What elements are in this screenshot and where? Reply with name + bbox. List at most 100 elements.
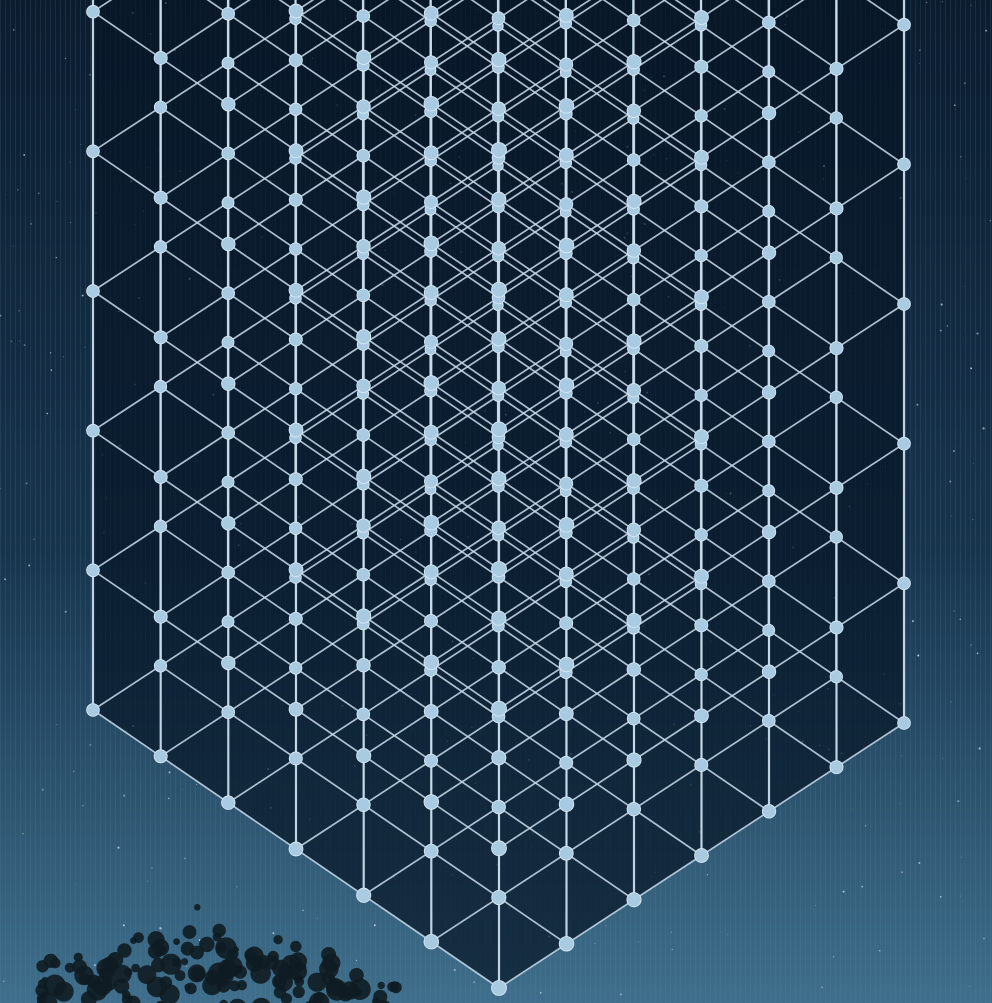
lattice-node [289,702,303,716]
lattice-node [492,242,506,256]
lattice-node [154,101,166,113]
lattice-node [627,383,641,397]
lattice-node [289,333,302,346]
lattice-node [627,523,641,537]
tree-foliage [133,932,144,943]
tree-foliage [289,952,307,970]
lattice-node [627,244,641,258]
lattice-node [560,337,573,350]
lattice-node [222,237,236,251]
lattice-node [154,380,166,392]
lattice-node [627,474,641,488]
lattice-node [627,55,641,69]
lattice-node [357,379,371,393]
lattice-node [492,332,506,346]
lattice-node [627,893,641,907]
lattice-node [762,805,776,819]
lattice-node [762,714,775,727]
lattice-node [695,529,707,541]
lattice-node [492,562,507,577]
lattice-node [492,102,506,116]
lattice-node [222,7,235,20]
lattice-node [357,658,371,672]
lattice-node [289,283,303,297]
lattice-node [898,18,911,31]
tree-foliage [272,960,289,977]
lattice-node [357,888,371,902]
lattice-node [222,517,236,531]
lattice-node [424,515,439,530]
lattice-node [762,295,775,308]
lattice-node [559,98,574,113]
tree-foliage [237,980,247,990]
lattice-node [222,287,235,300]
tree-foliage [190,946,204,960]
lattice-node [560,58,573,71]
lattice-node [154,241,166,253]
lattice-node [87,5,100,18]
lattice-node [559,427,573,441]
lattice-node [560,617,573,630]
lattice-node [289,842,303,856]
lattice-node [492,192,506,206]
lattice-node [898,577,911,590]
lattice-node [830,62,843,75]
lattice-node [627,293,640,306]
tree-foliage [194,904,201,911]
lattice-node [87,564,100,577]
lattice-node [559,378,574,393]
lattice-node [357,50,371,64]
tree-foliage [185,983,197,995]
lattice-node [830,531,842,543]
lattice-node [695,249,707,261]
lattice-node [87,424,100,437]
lattice-node [492,611,506,625]
lattice-node [424,286,438,300]
lattice-node [424,335,437,348]
lattice-node [695,619,708,632]
tree-foliage [233,965,247,979]
lattice-node [560,477,573,490]
lattice-node [898,717,911,730]
tree-foliage [378,982,385,989]
lattice-node [222,57,234,69]
tree-foliage [183,925,197,939]
lattice-node [762,665,776,679]
lattice-node [492,381,506,395]
lattice-node [560,756,573,769]
lattice-node [357,190,371,204]
lattice-node [357,330,371,344]
lattice-node [87,285,100,298]
lattice-node [559,567,573,581]
lattice-node [627,802,641,816]
lattice-node [492,282,507,297]
lattice-node [627,573,640,586]
lattice-node [830,251,842,263]
lattice-node [695,668,707,680]
lattice-node [289,144,303,158]
lattice-node [763,205,775,217]
tree-foliage [117,943,131,957]
lattice-node [289,473,302,486]
lattice-node [424,795,439,810]
lattice-node [695,569,709,583]
lattice-node [695,430,709,444]
lattice-node [492,471,506,485]
lattice-node [357,798,371,812]
lattice-node [492,751,506,765]
lattice-node [154,520,166,532]
lattice-node [695,150,709,164]
lattice-node [627,753,641,767]
lattice-node [559,797,574,812]
lattice-node [627,663,641,677]
lattice-node [424,754,437,767]
lattice-node [492,521,506,535]
tree-foliage [173,938,180,945]
lattice-node [289,193,302,206]
lattice-node [559,936,574,951]
lattice-node [154,610,167,623]
lattice-node [492,800,506,814]
lattice-node [627,194,641,208]
lattice-node [695,60,708,73]
lattice-node [898,437,911,450]
